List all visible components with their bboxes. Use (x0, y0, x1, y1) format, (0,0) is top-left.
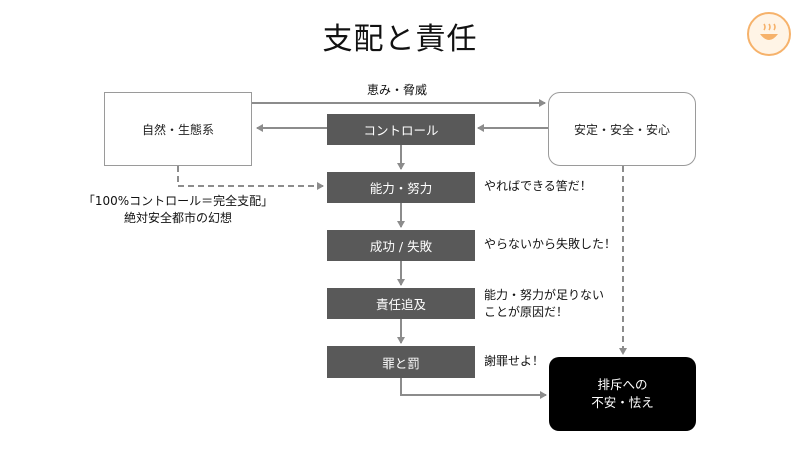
annotation-should: やればできる筈だ！ (484, 179, 592, 193)
brand-logo (747, 12, 791, 56)
node-success-label: 成功 / 失敗 (369, 239, 433, 254)
node-fear-line1: 排斥への (597, 377, 648, 392)
node-fear: 排斥への 不安・怯え (549, 357, 696, 431)
dashed-nature-to-ability (177, 166, 324, 190)
annotation-lack: 能力・努力が足りない ことが原因だ！ (484, 287, 604, 321)
annotation-blessing: 恵み・脅威 (367, 83, 428, 97)
node-ability: 能力・努力 (327, 172, 475, 203)
arrow-punish-to-fear (400, 378, 547, 399)
node-fear-line2: 不安・怯え (591, 395, 654, 410)
node-punish-label: 罪と罰 (382, 355, 420, 371)
bowl-icon (760, 23, 778, 40)
page-title: 支配と責任 (322, 22, 478, 57)
node-nature-label: 自然・生態系 (141, 122, 214, 137)
node-success: 成功 / 失敗 (327, 230, 475, 261)
node-safety: 安定・安全・安心 (548, 92, 696, 166)
node-blame-label: 責任追及 (375, 297, 426, 312)
annotation-illusion-line1: 「100%コントロール＝完全支配」 (82, 194, 274, 208)
annotation-apologize: 謝罪せよ！ (484, 354, 545, 368)
node-control: コントロール (327, 114, 475, 145)
annotation-illusion: 「100%コントロール＝完全支配」 絶対安全都市の幻想 (82, 193, 274, 227)
node-safety-label: 安定・安全・安心 (573, 122, 670, 137)
node-control-label: コントロール (363, 123, 439, 138)
annotation-lack-line1: 能力・努力が足りない (484, 288, 605, 302)
annotation-illusion-line2: 絶対安全都市の幻想 (123, 211, 232, 225)
annotation-lack-line2: ことが原因だ！ (484, 305, 569, 319)
node-nature: 自然・生態系 (104, 92, 252, 166)
node-ability-label: 能力・努力 (369, 181, 433, 196)
node-blame: 責任追及 (327, 288, 475, 319)
node-punish: 罪と罰 (327, 346, 475, 378)
annotation-failed: やらないから失敗した！ (484, 237, 617, 251)
